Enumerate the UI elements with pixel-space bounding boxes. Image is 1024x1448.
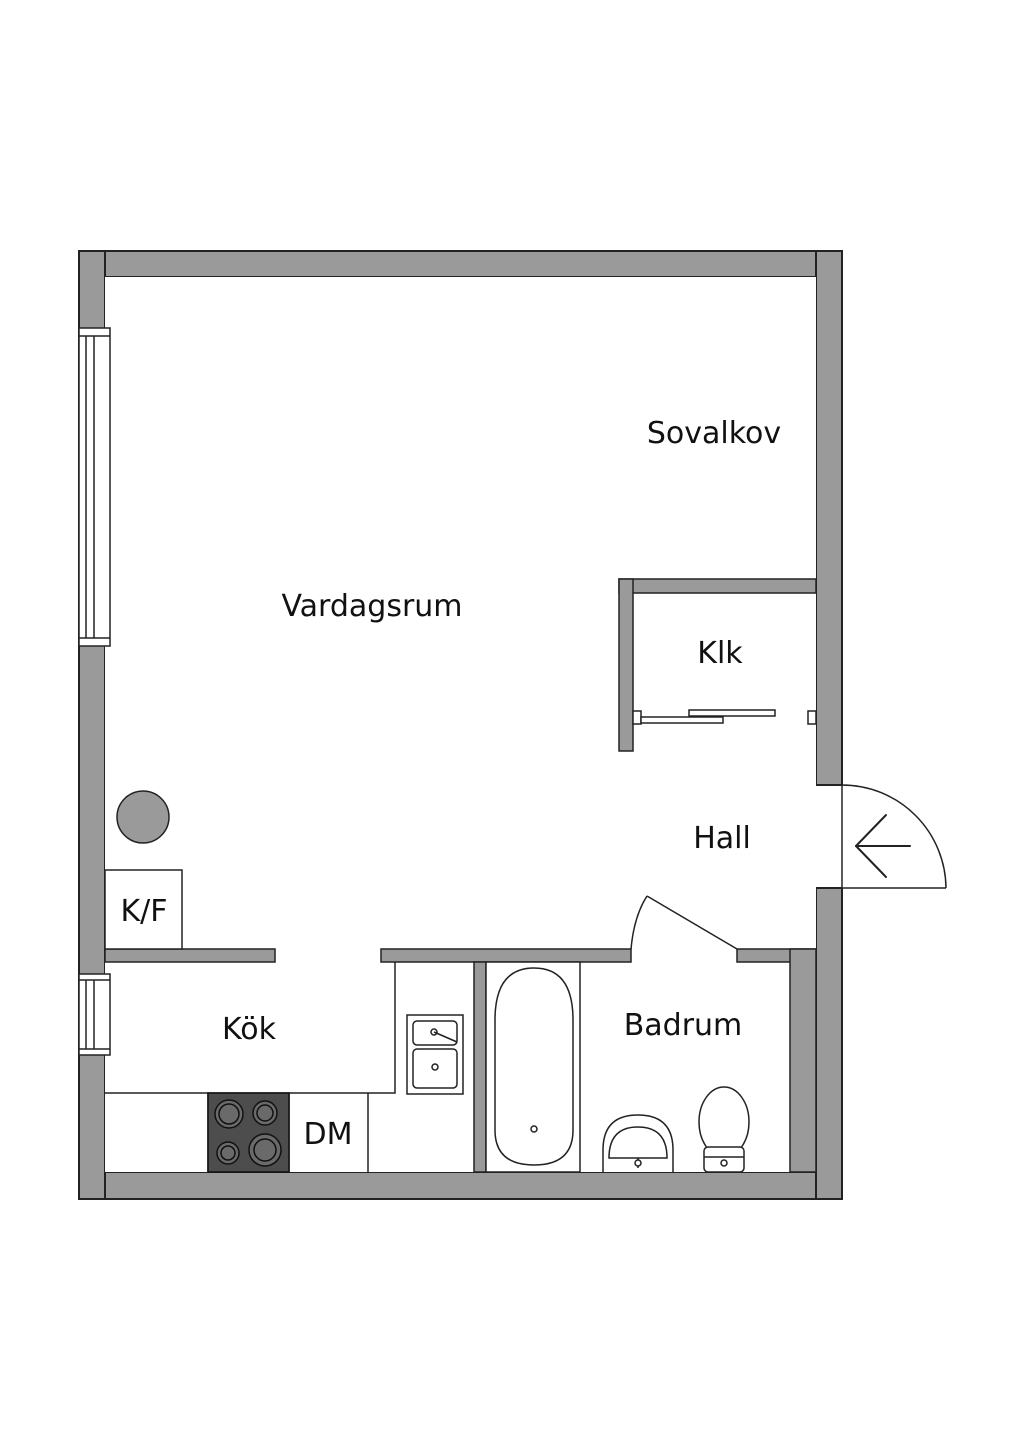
wall-bath-right [789, 948, 817, 1173]
wall-right-upper [815, 250, 843, 786]
inner-walls [104, 578, 817, 1173]
klk-sliding-doors [632, 709, 817, 725]
bathroom-door [630, 895, 738, 950]
column-icon [116, 790, 170, 844]
wall-kitchen-living-a [104, 948, 276, 963]
wall-kitchen-living-b [380, 948, 632, 963]
entrance-door [841, 784, 947, 889]
washbasin-icon [602, 1114, 674, 1172]
label-kf: K/F [120, 894, 167, 929]
room-label-badrum: Badrum [624, 1008, 743, 1043]
room-label-kok: Kök [222, 1012, 277, 1047]
stove-icon [207, 1092, 290, 1173]
label-dm: DM [304, 1117, 353, 1152]
room-label-klk: Klk [697, 636, 743, 671]
room-label-sovalkov: Sovalkov [647, 416, 781, 451]
arrow-left-icon [855, 814, 911, 878]
wall-klk-top [618, 578, 817, 594]
window-kitchen [78, 973, 111, 1056]
wall-bottom [78, 1171, 843, 1200]
room-label-hall: Hall [693, 821, 751, 856]
toilet-icon [698, 1086, 750, 1173]
window-living [78, 327, 111, 647]
fridge-freezer [104, 869, 183, 950]
wall-top [78, 250, 843, 278]
bathtub-icon [485, 961, 581, 1173]
wall-kitchen-bath [473, 961, 487, 1173]
wall-right-lower [815, 887, 843, 1200]
kitchen-sink-icon [406, 1014, 464, 1095]
room-label-vardagsrum: Vardagsrum [281, 589, 462, 624]
wall-klk-left [618, 578, 634, 752]
windows [78, 327, 111, 1056]
